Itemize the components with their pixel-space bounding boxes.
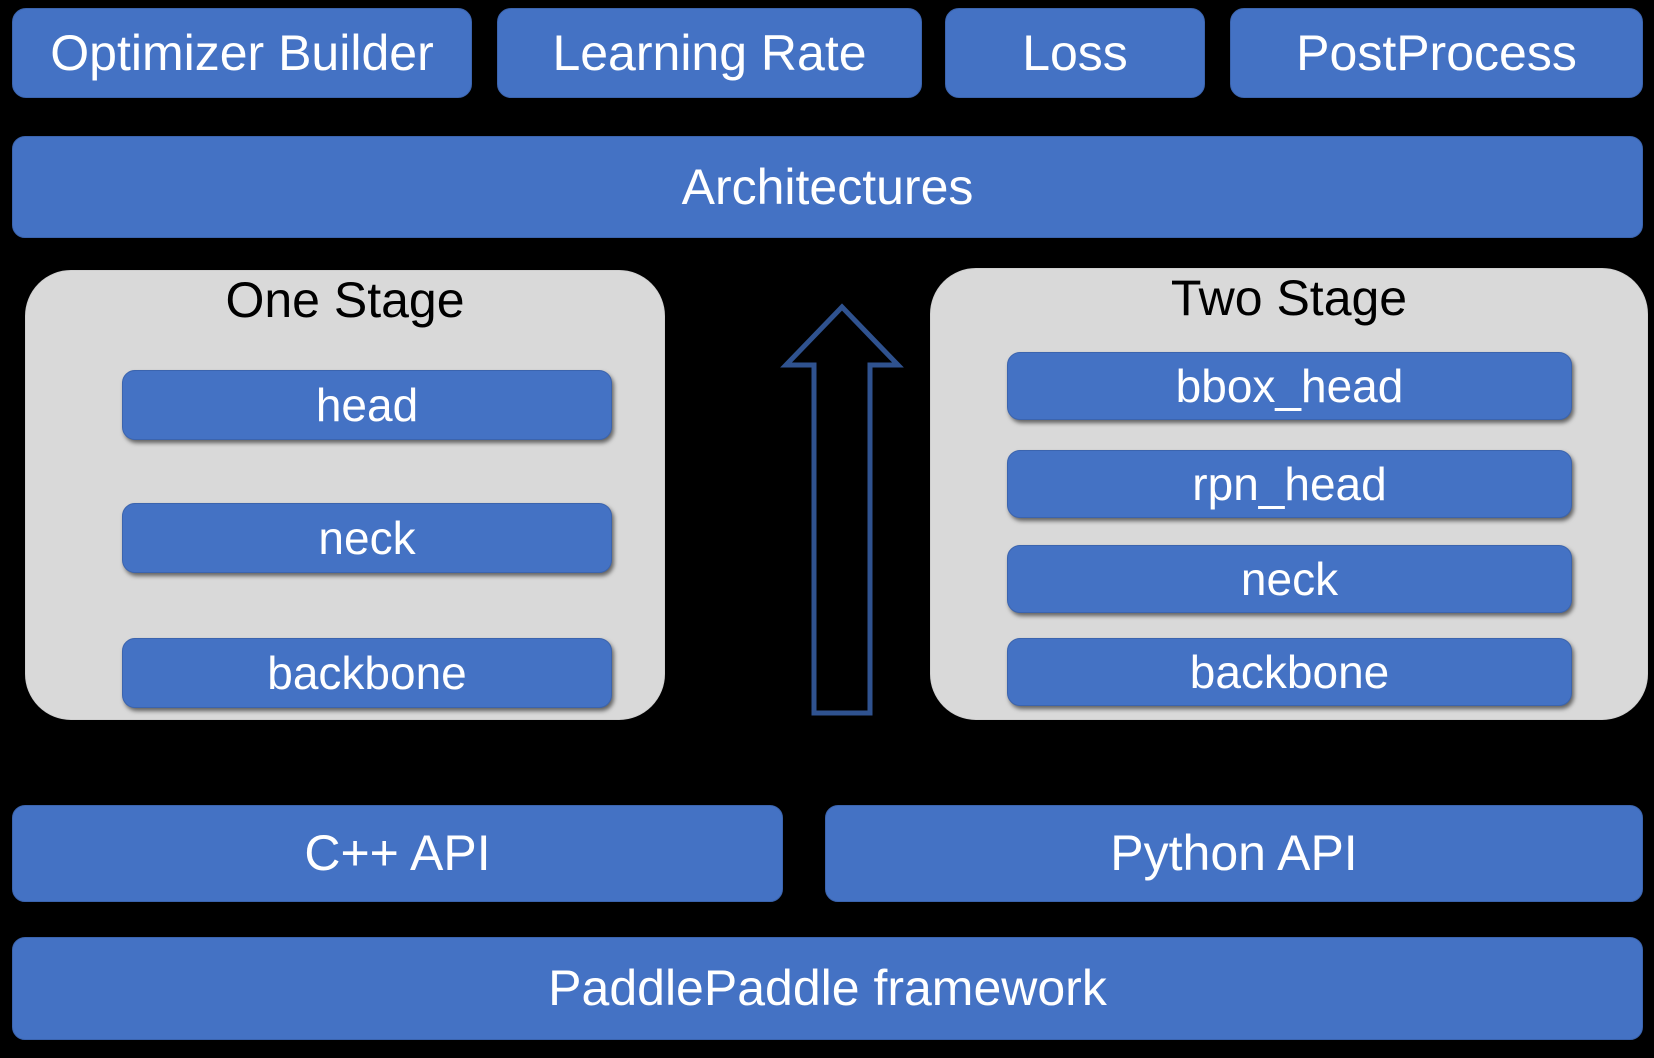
two-stage-rpn-head-box[interactable]: rpn_head <box>1007 450 1572 518</box>
cpp-api-label: C++ API <box>304 825 491 882</box>
one-stage-backbone-label: backbone <box>267 646 467 699</box>
two-stage-backbone-box[interactable]: backbone <box>1007 638 1572 706</box>
one-stage-head-box[interactable]: head <box>122 370 612 440</box>
one-stage-head-label: head <box>315 378 419 431</box>
one-stage-neck-label: neck <box>318 511 416 564</box>
postprocess-label: PostProcess <box>1296 24 1577 81</box>
one-stage-backbone-box[interactable]: backbone <box>122 638 612 708</box>
optimizer-builder-box[interactable]: Optimizer Builder <box>12 8 472 98</box>
optimizer-builder-label: Optimizer Builder <box>50 24 434 81</box>
one-stage-neck-box[interactable]: neck <box>122 503 612 573</box>
one-stage-title: One Stage <box>225 272 465 328</box>
upward-flow-arrow <box>780 303 904 716</box>
two-stage-neck-label: neck <box>1240 552 1339 605</box>
two-stage-neck-box[interactable]: neck <box>1007 545 1572 613</box>
two-stage-backbone-label: backbone <box>1189 645 1390 698</box>
paddlepaddle-framework-bar[interactable]: PaddlePaddle framework <box>12 937 1643 1040</box>
learning-rate-box[interactable]: Learning Rate <box>497 8 922 98</box>
architectures-bar[interactable]: Architectures <box>12 136 1643 238</box>
python-api-label: Python API <box>1110 825 1358 882</box>
arrow-outline <box>780 303 904 716</box>
two-stage-title: Two Stage <box>1170 270 1408 326</box>
loss-box[interactable]: Loss <box>945 8 1205 98</box>
cpp-api-bar[interactable]: C++ API <box>12 805 783 902</box>
two-stage-bbox-head-label: bbox_head <box>1175 359 1404 412</box>
architectures-label: Architectures <box>681 158 974 215</box>
python-api-bar[interactable]: Python API <box>825 805 1643 902</box>
two-stage-bbox-head-box[interactable]: bbox_head <box>1007 352 1572 420</box>
postprocess-box[interactable]: PostProcess <box>1230 8 1643 98</box>
loss-label: Loss <box>1022 24 1128 81</box>
learning-rate-label: Learning Rate <box>552 24 867 81</box>
paddlepaddle-framework-label: PaddlePaddle framework <box>548 960 1107 1017</box>
two-stage-rpn-head-label: rpn_head <box>1192 457 1387 510</box>
